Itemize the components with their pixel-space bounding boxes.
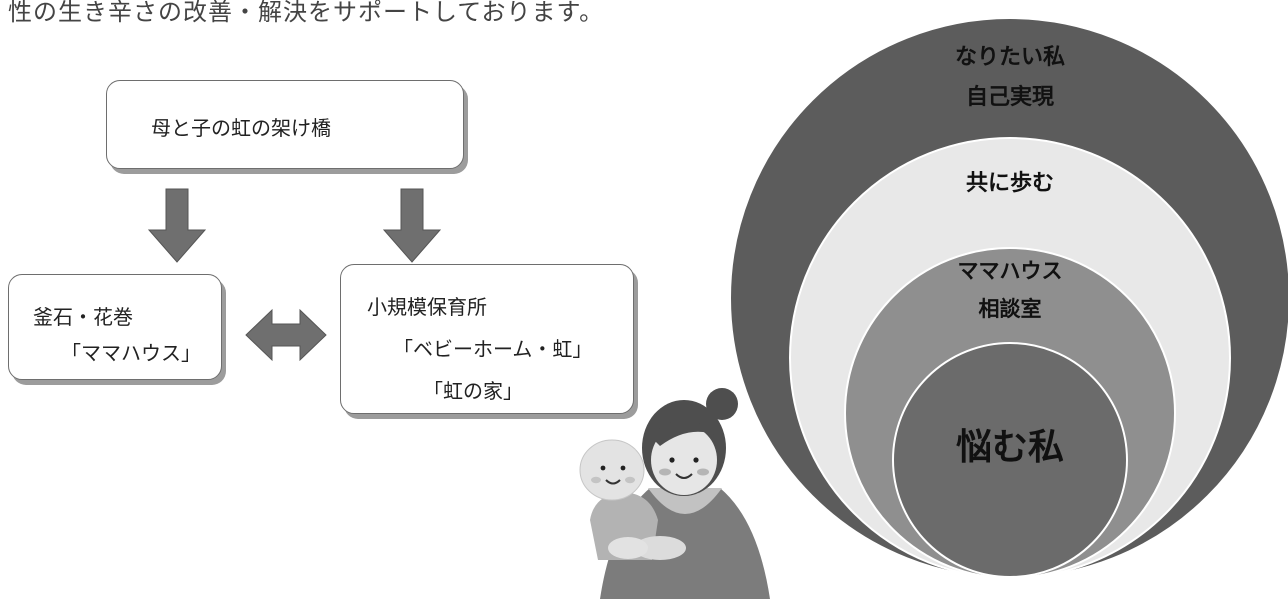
down-arrow-right (382, 188, 442, 263)
right-box-line1: 小規模保育所 (367, 295, 487, 319)
outer-circle-label: なりたい私 自己実現 (910, 38, 1110, 118)
top-box-label: 母と子の虹の架け橋 (151, 116, 331, 140)
outer-circle-line2: 自己実現 (965, 85, 1054, 110)
left-box: 釜石・花巻 「ママハウス」 (8, 274, 222, 380)
left-box-line2: 「ママハウス」 (61, 341, 201, 365)
right-box: 小規模保育所 「ベビーホーム・虹」 「虹の家」 (340, 264, 634, 414)
top-box: 母と子の虹の架け橋 (106, 80, 464, 169)
right-box-line3: 「虹の家」 (423, 379, 523, 403)
second-circle-label: 共に歩む (965, 171, 1054, 196)
outer-circle-line1: なりたい私 (954, 45, 1065, 70)
third-circle-line2: 相談室 (978, 297, 1042, 321)
down-arrow-left (147, 188, 207, 263)
core-circle-label: 悩む私 (955, 427, 1064, 468)
intro-text: 性の生き辛さの改善・解決をサポートしております。 (8, 0, 605, 26)
left-box-line1: 釜石・花巻 (33, 305, 133, 329)
right-box-line2: 「ベビーホーム・虹」 (393, 337, 593, 361)
circle-core (892, 342, 1128, 578)
third-circle-line1: ママハウス (957, 259, 1063, 283)
double-arrow (245, 308, 327, 362)
third-circle-label: ママハウス 相談室 (910, 252, 1110, 328)
